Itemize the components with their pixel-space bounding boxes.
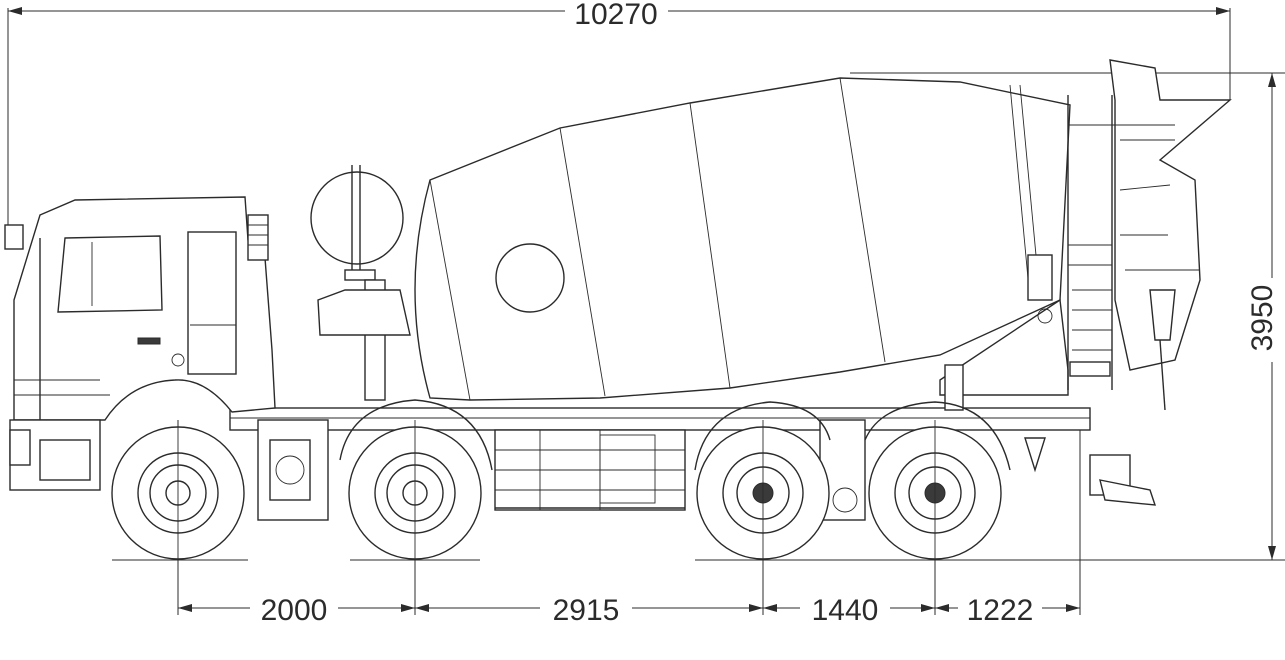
- wheelbase-dimensions: 2000 2915 1440 1222: [177, 420, 1081, 627]
- overall-height-label: 3950: [1246, 285, 1279, 352]
- wheelbase-1-2-label: 2000: [261, 594, 328, 627]
- ladder-platform: [1067, 95, 1175, 390]
- overall-height-dimension: 3950: [850, 72, 1285, 561]
- water-tank: [310, 165, 411, 401]
- fenders: [339, 399, 1011, 471]
- hopper-and-chute: [1109, 59, 1232, 411]
- rear-overhang-label: 1222: [967, 594, 1034, 627]
- wheelbase-3-4-label: 1440: [812, 594, 879, 627]
- wheelbase-2-3-label: 2915: [553, 594, 620, 627]
- axle-centerlines: [177, 420, 936, 560]
- overall-length-dimension: 10270: [7, 0, 1231, 230]
- overall-length-label: 10270: [574, 0, 657, 31]
- mixer-drum: [414, 77, 1071, 401]
- cab: [4, 196, 276, 491]
- drum-rear-support: [939, 254, 1069, 411]
